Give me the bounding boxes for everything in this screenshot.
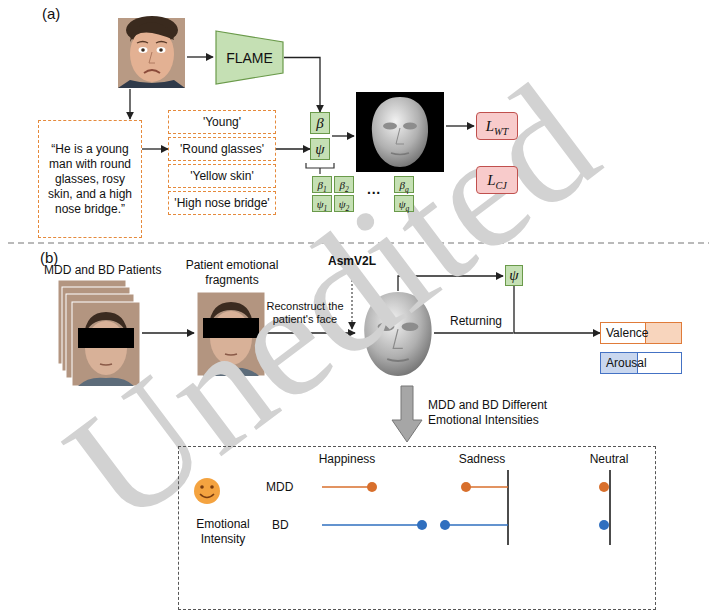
parameter-box: ψ2 <box>334 195 354 212</box>
arrow <box>332 135 354 136</box>
node-text: β2 <box>339 179 348 191</box>
loss-box: LWT <box>476 112 518 140</box>
lollipop-chart <box>322 524 422 526</box>
lollipop-chart <box>599 482 609 492</box>
big-down-arrow <box>392 386 422 442</box>
face-photo <box>144 70 160 73</box>
panel-label: (a) <box>42 5 60 24</box>
face-photo <box>139 47 148 53</box>
lollipop-chart <box>367 482 377 492</box>
face-photo <box>118 80 185 88</box>
arrow <box>187 56 213 57</box>
lollipop-chart <box>322 470 610 545</box>
panel-box: Emotional Intensity <box>178 446 656 610</box>
connector <box>276 148 310 149</box>
node-text: “He is a young man with round glasses, r… <box>43 142 137 217</box>
face-photo <box>137 42 167 44</box>
node-text: LWT <box>486 118 509 135</box>
lollipop-chart <box>609 470 611 545</box>
node-text: q <box>406 204 410 213</box>
node-text: LCJ <box>487 172 507 189</box>
lollipop-chart <box>466 486 508 488</box>
lollipop-chart <box>445 524 508 526</box>
lollipop-chart <box>461 482 471 492</box>
face-photo <box>141 48 145 52</box>
parameter-box: βq <box>394 176 414 193</box>
face-photo <box>118 16 185 88</box>
face-photo <box>130 22 174 42</box>
caption-text: Reconstruct the patient's face <box>262 300 348 326</box>
node-text: β <box>316 115 323 132</box>
node-text: 2 <box>346 204 350 213</box>
node-text: ψq <box>399 198 410 210</box>
node-text: ψ <box>509 267 518 284</box>
ellipsis: ··· <box>356 186 392 200</box>
column-header: Happiness <box>314 452 380 467</box>
node-text: Valence <box>606 326 648 340</box>
face-photo <box>159 48 163 52</box>
attribute-box: 'Yellow skin' <box>168 164 276 188</box>
connector-line <box>434 332 513 333</box>
attribute-box: 'Young' <box>168 110 276 134</box>
caption-text: MDD and BD Different Emotional Intensiti… <box>428 398 603 428</box>
node-text: ψ <box>315 141 324 158</box>
connector <box>142 148 168 149</box>
caption-text: Patient emotional fragments <box>180 258 284 288</box>
node-text: CJ <box>496 180 507 191</box>
node-text: 'Yellow skin' <box>190 169 254 183</box>
node-text: WT <box>494 126 508 137</box>
node-text: 1 <box>324 204 328 213</box>
lollipop-chart <box>417 520 427 530</box>
lollipop-chart <box>507 470 509 545</box>
column-header: Neutral <box>580 452 638 467</box>
arrow <box>129 89 130 119</box>
node-text: 'Round glasses' <box>180 142 264 156</box>
arrow-label: Returning <box>444 314 508 329</box>
node-text: FLAME <box>226 50 273 66</box>
parameter-box: ψ <box>310 138 330 160</box>
text-box: “He is a young man with round glasses, r… <box>38 120 142 238</box>
trapezoid-outline <box>216 31 283 84</box>
bracket <box>306 163 334 174</box>
node-text: 1 <box>323 185 327 194</box>
node-text: 'High nose bridge' <box>174 196 269 210</box>
lollipop-chart <box>440 520 450 530</box>
parameter-box: ψq <box>394 195 414 212</box>
loss-box: LCJ <box>476 166 518 194</box>
node-text: β1 <box>317 179 326 191</box>
parameter-box: β2 <box>334 176 354 193</box>
node-text: 2 <box>345 185 349 194</box>
node-text: Emotional Intensity <box>185 517 261 547</box>
score-bar: Valence <box>600 322 682 344</box>
node-text: ψ1 <box>317 198 328 210</box>
face-photo <box>149 52 155 63</box>
attribute-box: 'High nose bridge' <box>168 191 276 215</box>
row-label: BD <box>272 518 289 533</box>
node-text: βq <box>399 179 408 191</box>
parameter-box: β <box>310 112 330 134</box>
attribute-box: 'Round glasses' <box>168 137 276 161</box>
parameter-box: ψ1 <box>312 195 332 212</box>
connector <box>284 58 320 113</box>
node-text: ψ2 <box>339 198 350 210</box>
node-text: Arousal <box>606 356 647 370</box>
lollipop-chart <box>599 520 609 530</box>
method-name: AsmV2L <box>326 254 378 269</box>
face-photo <box>157 47 166 53</box>
node-text: 'Young' <box>203 115 241 129</box>
score-bar: Arousal <box>600 352 682 374</box>
row-label: MDD <box>266 480 293 495</box>
lollipop-chart <box>322 486 372 488</box>
parameter-box: β1 <box>312 176 332 193</box>
node-text: q <box>405 185 409 194</box>
column-header: Sadness <box>452 452 512 467</box>
parameter-box: ψ <box>505 265 523 286</box>
encoder-box: FLAME <box>215 30 284 85</box>
caption-text: MDD and BD Patients <box>44 263 161 278</box>
connector <box>514 286 600 333</box>
